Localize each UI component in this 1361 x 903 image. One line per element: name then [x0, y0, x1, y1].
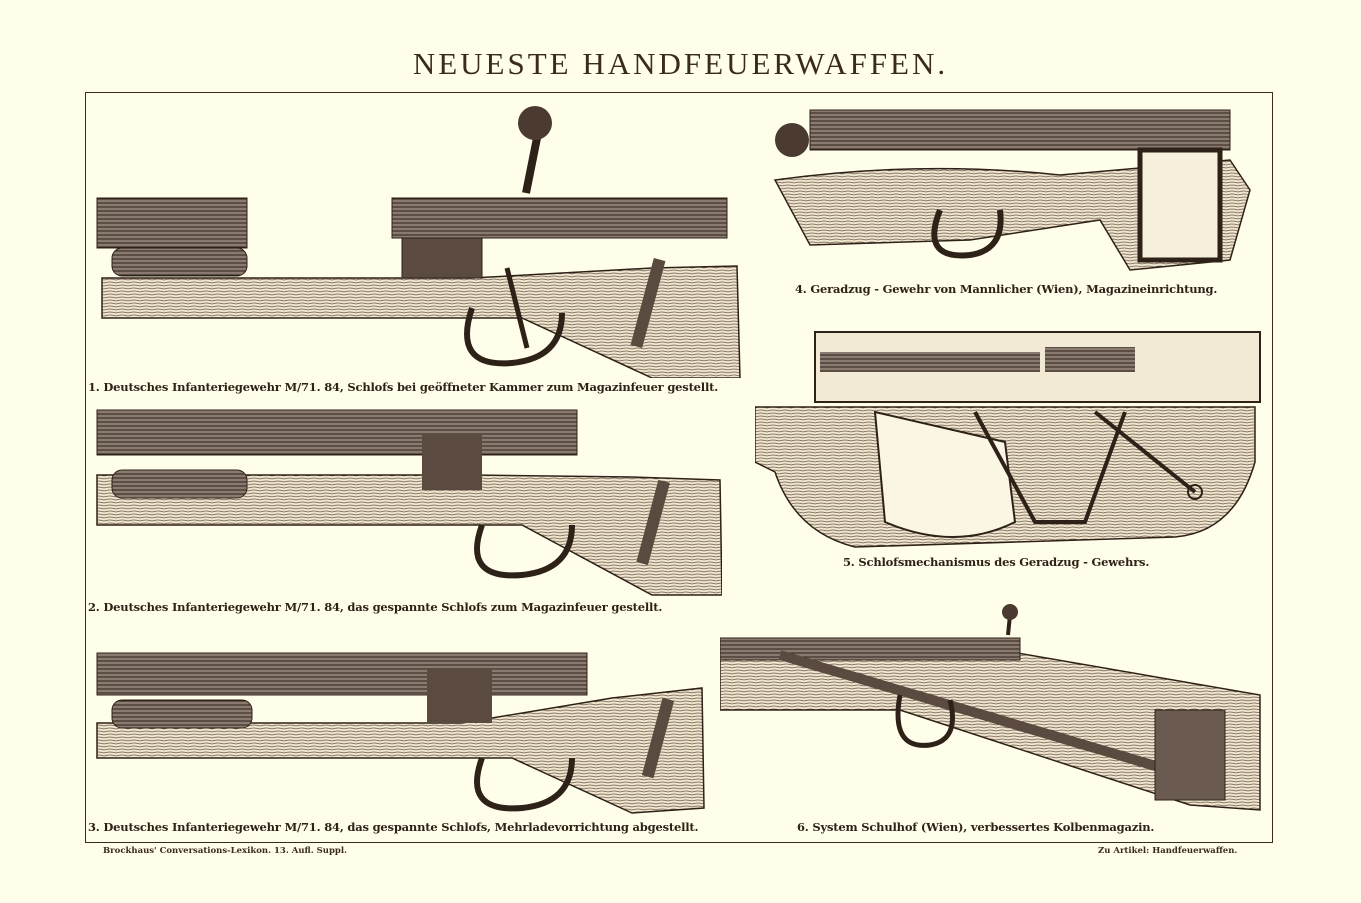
figure-4-caption: 4. Geradzug - Gewehr von Mannlicher (Wie… — [795, 282, 1218, 296]
plate-frame — [85, 92, 1273, 843]
figure-2-rifle-drawing — [96, 409, 722, 596]
figure-6-caption: 6. System Schulhof (Wien), verbessertes … — [797, 820, 1155, 834]
figure-4-rifle-drawing — [773, 109, 1251, 271]
figure-3-caption: 3. Deutsches Infanteriegewehr M/71. 84, … — [88, 820, 699, 834]
footer-source: Brockhaus' Conversations-Lexikon. 13. Au… — [103, 846, 348, 856]
figure-5-mechanism-drawing — [755, 331, 1261, 548]
figure-6-rifle-drawing — [720, 604, 1261, 811]
figure-1-caption: 1. Deutsches Infanteriegewehr M/71. 84, … — [88, 380, 719, 394]
figure-5-caption: 5. Schlofsmechanismus des Geradzug - Gew… — [843, 555, 1150, 569]
figure-1-rifle-drawing — [96, 106, 741, 378]
figure-3-rifle-drawing — [96, 652, 705, 814]
footer-article-ref: Zu Artikel: Handfeuerwaffen. — [1098, 846, 1238, 856]
plate-title: NEUESTE HANDFEUERWAFFEN. — [412, 46, 949, 81]
figure-2-caption: 2. Deutsches Infanteriegewehr M/71. 84, … — [88, 600, 663, 614]
